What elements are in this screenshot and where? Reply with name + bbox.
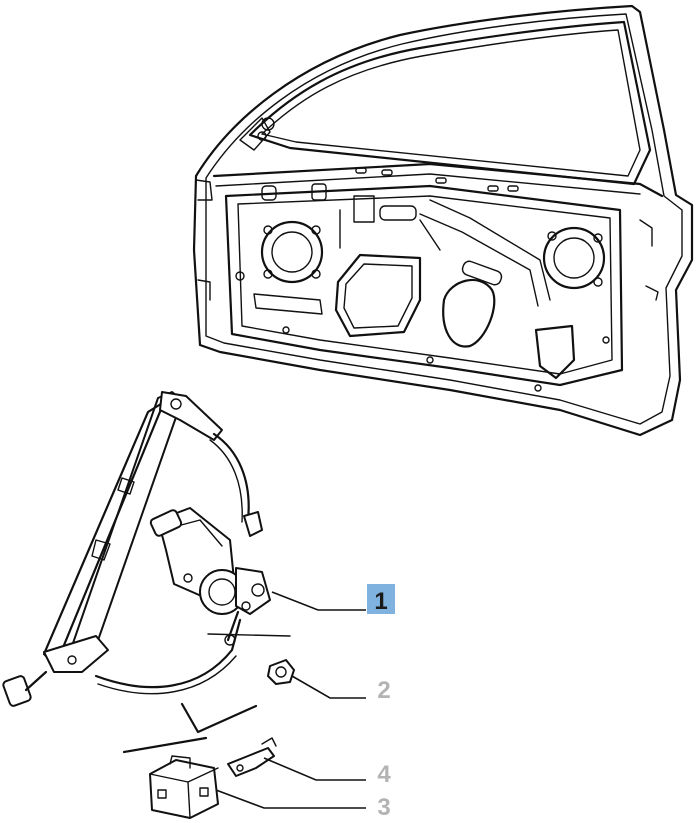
part-3-connector-block bbox=[149, 755, 219, 819]
leader-line-3 bbox=[215, 789, 366, 809]
callout-4-label: 4 bbox=[377, 761, 391, 788]
door-shell bbox=[192, 4, 694, 437]
callout-3-label: 3 bbox=[377, 794, 390, 821]
leader-line-1 bbox=[271, 591, 366, 611]
callout-1-label: 1 bbox=[374, 588, 387, 615]
callout-2[interactable]: 2 bbox=[377, 677, 390, 704]
callout-1-highlight bbox=[367, 584, 395, 614]
callout-2-label: 2 bbox=[377, 677, 390, 704]
leader-lines bbox=[215, 591, 366, 809]
leader-line-2 bbox=[291, 675, 366, 699]
callout-4[interactable]: 4 bbox=[377, 761, 391, 788]
leader-line-4 bbox=[263, 757, 366, 781]
callout-1[interactable]: 1 bbox=[367, 584, 395, 615]
callout-3[interactable]: 3 bbox=[377, 794, 390, 821]
part-4-terminal bbox=[227, 737, 277, 777]
part-2-nut bbox=[267, 659, 295, 685]
window-regulator-assembly bbox=[2, 391, 291, 754]
